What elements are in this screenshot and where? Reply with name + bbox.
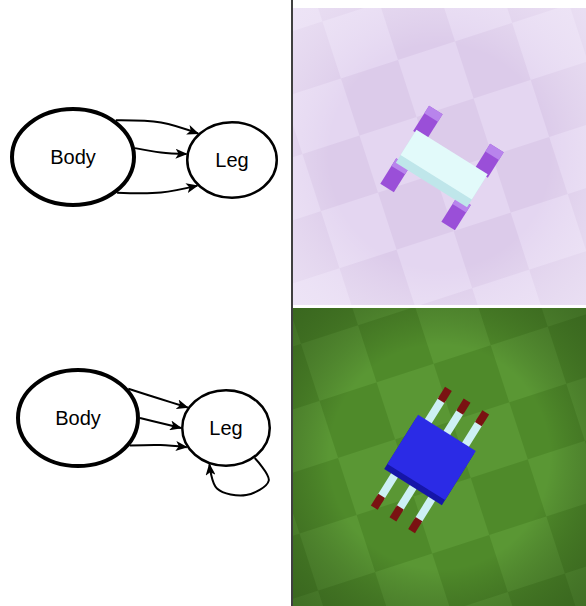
floor	[293, 8, 586, 305]
connector-arrow	[116, 120, 198, 133]
vignette	[293, 8, 586, 305]
node-label: Body	[55, 407, 101, 430]
hexapod-robot	[364, 383, 496, 538]
quadruped-robot	[380, 106, 503, 231]
node-label: Leg	[209, 417, 242, 440]
graph-node: Body	[10, 107, 136, 207]
graph-node: Leg	[181, 389, 271, 467]
floor	[293, 308, 586, 606]
vignette	[293, 308, 586, 606]
connector-arrow	[130, 445, 187, 447]
graph-node: Leg	[186, 121, 278, 199]
graph-node: Body	[16, 368, 140, 468]
connector-arrow	[135, 148, 187, 154]
connector-arrow	[140, 418, 181, 428]
top-render	[293, 8, 586, 305]
divider	[291, 0, 293, 606]
node-label: Body	[50, 146, 96, 169]
connector-arrow	[117, 186, 197, 194]
bottom-render	[293, 308, 586, 606]
node-label: Leg	[215, 149, 248, 172]
